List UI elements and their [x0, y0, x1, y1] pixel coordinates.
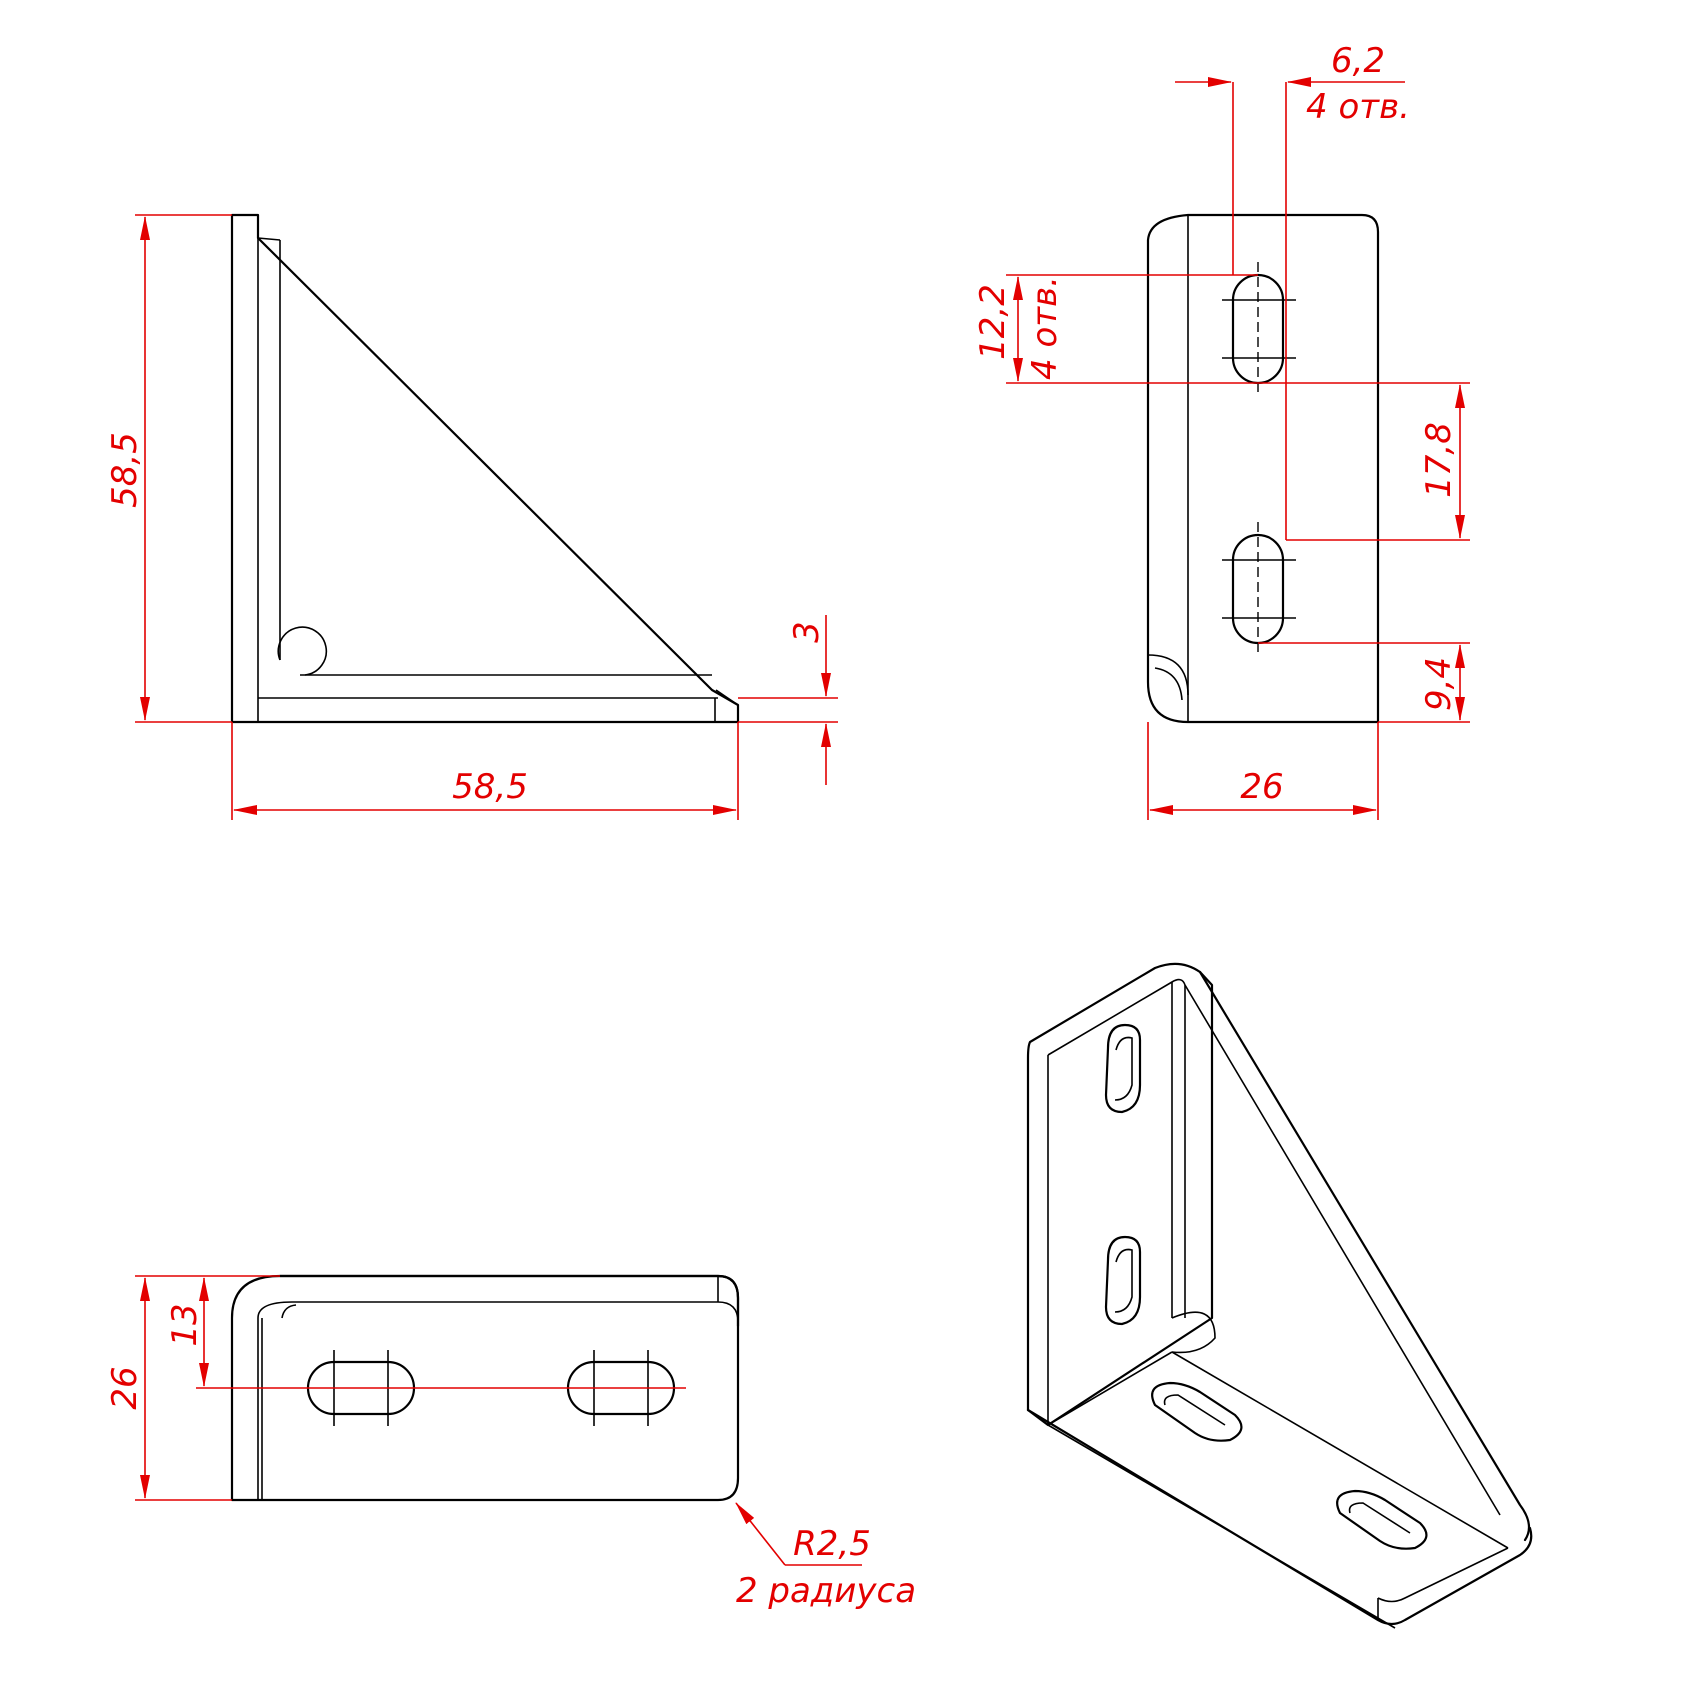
front-view: 58,5 58,5 3	[105, 213, 838, 820]
top-radius-note: 2 радиуса	[736, 1571, 916, 1611]
dim-side-slot-spacing: 17,8	[1258, 382, 1470, 541]
dim-side-width: 26	[1147, 722, 1379, 820]
side-view: 6,2 4 отв. 12,2 4 отв. 17,8 9,4	[973, 41, 1470, 820]
side-slot-length-note: 4 отв.	[1025, 276, 1065, 380]
side-view-outline	[1146, 213, 1380, 724]
iso-slot-horizontal-right	[1336, 1489, 1428, 1550]
front-width-label: 58,5	[452, 767, 528, 807]
leader-top-radius: R2,5 2 радиуса	[735, 1502, 916, 1611]
top-width-label: 26	[105, 1366, 145, 1409]
dim-side-slot-length: 12,2 4 отв.	[973, 274, 1258, 384]
front-height-label: 58,5	[105, 432, 145, 508]
side-width-label: 26	[1240, 767, 1283, 807]
iso-slot-vertical-bottom	[1104, 1235, 1142, 1326]
dim-top-width: 26	[105, 1275, 280, 1501]
top-center-label: 13	[165, 1303, 205, 1346]
dim-front-thickness: 3	[738, 615, 838, 785]
dim-front-width: 58,5	[231, 722, 739, 820]
side-slot-bottom	[1222, 522, 1296, 656]
side-slot-length-label: 12,2	[973, 284, 1013, 360]
iso-vertical-flange	[1026, 962, 1214, 1427]
side-slot-top	[1222, 262, 1296, 396]
top-view: 26 13 R2,5 2 радиуса	[105, 1274, 916, 1611]
iso-gusset	[1198, 970, 1531, 1542]
dim-side-slot-width: 6,2 4 отв.	[1175, 41, 1410, 540]
dim-front-height: 58,5	[105, 214, 232, 723]
side-slot-width-label: 6,2	[1331, 41, 1385, 81]
front-view-outline	[230, 213, 740, 724]
dim-side-slot-offset: 9,4	[1258, 642, 1470, 723]
side-slot-width-note: 4 отв.	[1306, 87, 1410, 127]
isometric-view	[1026, 962, 1533, 1629]
dim-top-center: 13	[165, 1277, 209, 1387]
side-slot-offset-label: 9,4	[1419, 657, 1459, 711]
iso-slot-horizontal-left	[1151, 1381, 1243, 1442]
iso-horizontal-flange	[1026, 1408, 1533, 1626]
side-slot-spacing-label: 17,8	[1419, 422, 1459, 498]
iso-slot-vertical-top	[1104, 1023, 1142, 1114]
front-thickness-label: 3	[787, 621, 827, 643]
top-radius-label: R2,5	[793, 1524, 871, 1564]
